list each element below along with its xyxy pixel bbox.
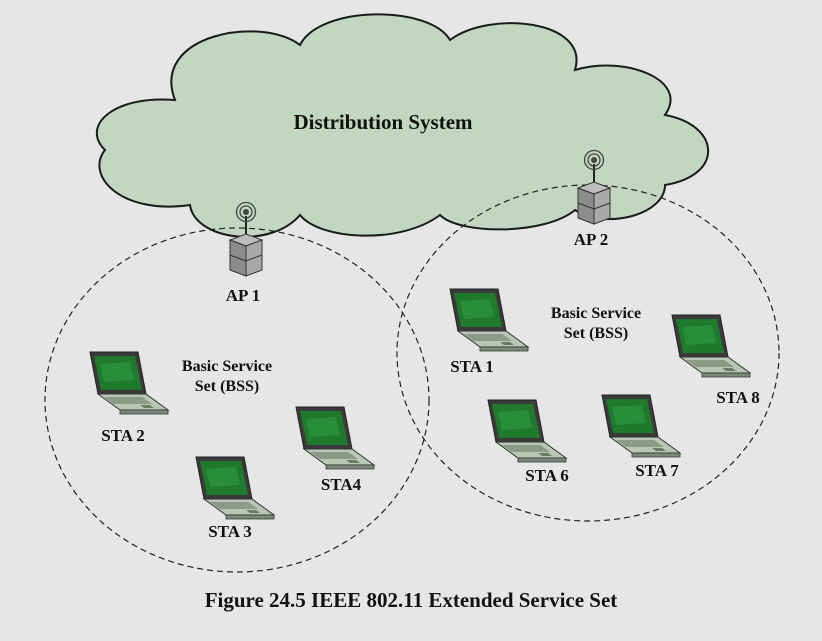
bss-left-label-line2: Set (BSS) <box>195 378 259 395</box>
distribution-system-cloud <box>95 13 710 238</box>
bss-right-boundary <box>396 184 780 522</box>
bss-right-label-line1: Basic Service <box>551 305 641 322</box>
ap2-label: AP 2 <box>574 230 608 249</box>
laptop-sta4-icon <box>295 406 375 470</box>
sta2-label: STA 2 <box>101 426 145 445</box>
laptop-sta8-icon <box>671 314 751 378</box>
sta4-label: STA4 <box>321 475 362 494</box>
bss-left-label-line1: Basic Service <box>182 358 272 375</box>
laptop-sta1-icon <box>449 288 529 352</box>
sta3-label: STA 3 <box>208 522 252 541</box>
laptop-sta7-icon <box>601 394 681 458</box>
ap1-label: AP 1 <box>226 286 260 305</box>
laptop-sta2-icon <box>89 351 169 415</box>
sta6-label: STA 6 <box>525 466 569 485</box>
laptop-sta3-icon <box>195 456 275 520</box>
bss-right-label-line2: Set (BSS) <box>564 325 628 342</box>
sta7-label: STA 7 <box>635 461 679 480</box>
sta8-label: STA 8 <box>716 388 760 407</box>
cloud-label: Distribution System <box>293 110 473 134</box>
bss-left-boundary <box>44 227 430 573</box>
sta1-label: STA 1 <box>450 357 494 376</box>
laptop-sta6-icon <box>487 399 567 463</box>
figure-caption: Figure 24.5 IEEE 802.11 Extended Service… <box>204 588 618 612</box>
